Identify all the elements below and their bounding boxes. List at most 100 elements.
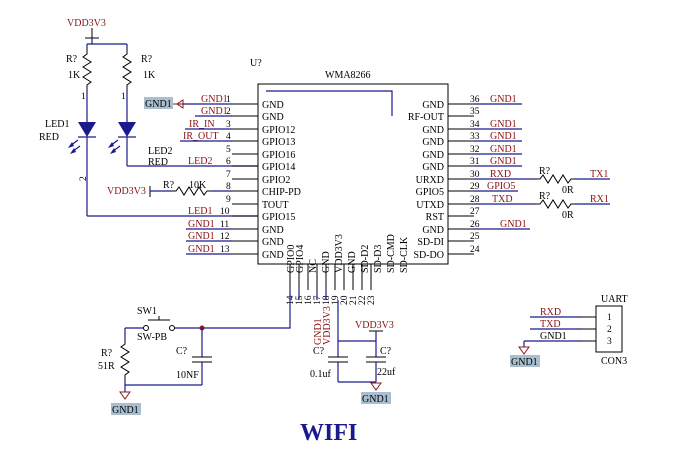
pin-num: 35	[470, 107, 480, 117]
bottom-pin-names: GPIO0 GPIO4 NC GND VDD3V3 GND SD-D2 SD-D…	[286, 234, 410, 273]
net-label: GND1	[188, 244, 215, 255]
vdd-label-top: VDD3V3	[67, 18, 106, 29]
pin-name: UTXD	[416, 200, 444, 211]
pin-name: SD-CLK	[399, 236, 410, 273]
pin-name: SD-D3	[373, 245, 384, 273]
tx-resistor	[536, 174, 575, 184]
pin-num: 33	[470, 132, 480, 142]
rx-resistor	[536, 199, 575, 209]
left-pin-numbers: 1 2 3 4 5 6 7 8 9 10 11 12 13	[220, 95, 231, 255]
pin-name: URXD	[416, 175, 444, 186]
net-label: TXD	[492, 194, 513, 205]
pin-num: 21	[349, 295, 359, 305]
reset-resistor	[120, 340, 130, 380]
right-pin-names: GND RF-OUT GND GND GND GND URXD GPIO5 UT…	[408, 100, 444, 261]
pin-name: GPIO5	[416, 187, 444, 198]
tx-net: TX1	[590, 169, 608, 180]
pin-num: 34	[470, 120, 480, 130]
uart-gnd-label: GND1	[511, 357, 538, 368]
net-label: GPIO5	[487, 181, 515, 192]
pin18-net: VDD3V3	[322, 306, 333, 345]
pin-name: GND	[262, 225, 284, 236]
diagram-title: WIFI	[300, 420, 357, 446]
ground-icon	[119, 391, 131, 400]
pin-num: 10	[220, 207, 230, 217]
reset-res-value: 51R	[98, 361, 115, 372]
rx-res-value: 0R	[562, 210, 574, 221]
led1-ref: LED1	[45, 119, 69, 130]
uart-pin: 2	[607, 325, 612, 335]
pin-num: 5	[226, 145, 231, 155]
tx-res-ref: R?	[539, 166, 551, 177]
decap2-value: 22uf	[377, 367, 396, 378]
net-label: GND1	[490, 94, 517, 105]
pin-num: 9	[226, 195, 231, 205]
pin-num: 31	[470, 157, 480, 167]
pin-num: 36	[470, 95, 480, 105]
pin-name: GND	[262, 100, 284, 111]
led1-pin2-num: 2	[79, 176, 89, 181]
pin-num: 12	[220, 232, 230, 242]
pin-name: SD-CMD	[386, 234, 397, 273]
pin-num: 26	[470, 220, 480, 230]
r1-ref: R?	[66, 54, 78, 65]
reset-res-ref: R?	[101, 348, 113, 359]
r1-value: 1K	[68, 70, 81, 81]
net-label: GND1	[490, 144, 517, 155]
antenna-trace	[266, 90, 393, 116]
pin-name: GND	[262, 112, 284, 123]
net-label: GND1	[201, 94, 228, 105]
uart-net: RXD	[540, 307, 561, 318]
tx-res-value: 0R	[562, 185, 574, 196]
pin-num: 14	[286, 295, 296, 305]
net-label: LED2	[188, 156, 212, 167]
pin-name: SD-D2	[360, 245, 371, 273]
sw-gnd-label: GND1	[112, 405, 139, 416]
net-label: IR_OUT	[183, 131, 219, 142]
net-label: GND1	[490, 119, 517, 130]
pin-num: 28	[470, 195, 480, 205]
uart-net: TXD	[540, 319, 561, 330]
net-label: GND1	[188, 231, 215, 242]
pin-num: 8	[226, 182, 231, 192]
uart-ref: UART	[601, 294, 628, 305]
pin-num: 15	[295, 295, 305, 305]
pin-num: 32	[470, 145, 480, 155]
uart-net: GND1	[540, 331, 567, 342]
led2-pin1-num: 1	[121, 92, 126, 102]
net-label: GND1	[500, 219, 527, 230]
r2-value: 1K	[143, 70, 156, 81]
pin-num: 11	[220, 220, 229, 230]
pin-name: RF-OUT	[408, 112, 444, 123]
led1-color: RED	[39, 132, 59, 143]
pin-name: RST	[426, 212, 444, 223]
led1-pin1-num: 1	[81, 92, 86, 102]
pin-name: GPIO4	[295, 245, 306, 273]
pin-name: NC	[308, 259, 319, 273]
pin-num: 13	[220, 245, 230, 255]
pin-num: 22	[358, 295, 368, 305]
led2-color: RED	[148, 157, 168, 168]
pin-num: 17	[313, 295, 323, 305]
gnd-net-label: GND1	[145, 99, 172, 110]
pin-name: GND	[422, 125, 444, 136]
pin-num: 16	[304, 295, 314, 305]
pin-num: 6	[226, 157, 231, 167]
pin-name: GPIO15	[262, 212, 295, 223]
pin-num: 2	[226, 107, 231, 117]
pin-name: GND	[422, 162, 444, 173]
pin-num: 29	[470, 182, 480, 192]
pin-name: GPIO2	[262, 175, 290, 186]
net-label: LED1	[188, 206, 212, 217]
pin-num: 18	[322, 295, 332, 305]
chip-pd-vdd-label: VDD3V3	[107, 186, 146, 197]
net-label: GND1	[490, 156, 517, 167]
r2-ref: R?	[141, 54, 153, 65]
pin-name: GND	[422, 100, 444, 111]
pin-num: 24	[470, 245, 480, 255]
pin-name: GPIO13	[262, 137, 295, 148]
pin-name: VDD3V3	[334, 234, 345, 273]
pin-name: GND	[262, 250, 284, 261]
decap-gnd-label: GND1	[362, 394, 389, 405]
pin-num: 19	[331, 295, 341, 305]
